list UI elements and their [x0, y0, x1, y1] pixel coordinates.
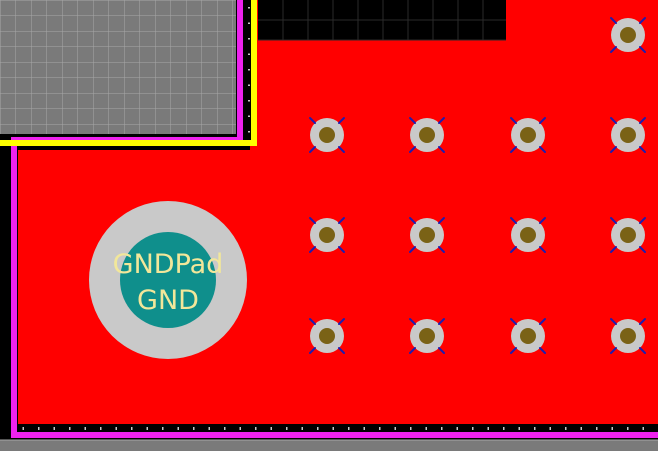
via-hole	[620, 227, 636, 243]
via-thermal-tick	[510, 318, 517, 325]
via-thermal-tick	[610, 347, 617, 354]
via[interactable]	[610, 318, 646, 354]
via-thermal-tick	[309, 246, 316, 253]
via-thermal-tick	[639, 246, 646, 253]
via-array[interactable]	[309, 17, 646, 354]
via-thermal-tick	[309, 347, 316, 354]
via-hole	[520, 127, 536, 143]
via-thermal-tick	[610, 217, 617, 224]
via-hole	[520, 328, 536, 344]
board-outline[interactable]	[0, 0, 257, 146]
via-hole	[419, 127, 435, 143]
via[interactable]	[610, 117, 646, 153]
via-thermal-tick	[409, 246, 416, 253]
via-thermal-tick	[610, 17, 617, 24]
via-thermal-tick	[510, 117, 517, 124]
via[interactable]	[610, 17, 646, 53]
via[interactable]	[610, 217, 646, 253]
via[interactable]	[510, 117, 546, 153]
via-thermal-tick	[438, 217, 445, 224]
via-thermal-tick	[338, 347, 345, 354]
via-thermal-tick	[610, 146, 617, 153]
via-hole	[419, 328, 435, 344]
via-thermal-tick	[438, 246, 445, 253]
via-thermal-tick	[539, 318, 546, 325]
via-thermal-tick	[409, 117, 416, 124]
via-thermal-tick	[539, 347, 546, 354]
via-thermal-tick	[639, 217, 646, 224]
via-thermal-tick	[610, 318, 617, 325]
via-thermal-tick	[510, 347, 517, 354]
via-thermal-tick	[639, 17, 646, 24]
via-hole	[620, 328, 636, 344]
via-thermal-tick	[639, 146, 646, 153]
edge-strip-bottom	[18, 424, 658, 431]
via-thermal-tick	[610, 46, 617, 53]
via-thermal-tick	[309, 217, 316, 224]
via-thermal-tick	[639, 46, 646, 53]
via-thermal-tick	[610, 117, 617, 124]
via-thermal-tick	[338, 318, 345, 325]
via[interactable]	[510, 318, 546, 354]
via-hole	[419, 227, 435, 243]
via-thermal-tick	[610, 246, 617, 253]
via[interactable]	[409, 217, 445, 253]
via-thermal-tick	[539, 146, 546, 153]
via-hole	[319, 227, 335, 243]
via-thermal-tick	[639, 117, 646, 124]
gnd-pad[interactable]: GNDPad GND	[89, 201, 247, 359]
via-thermal-tick	[409, 347, 416, 354]
via-thermal-tick	[338, 246, 345, 253]
via[interactable]	[309, 318, 345, 354]
via-hole	[319, 328, 335, 344]
via-thermal-tick	[510, 246, 517, 253]
via-thermal-tick	[438, 146, 445, 153]
via-thermal-tick	[338, 146, 345, 153]
via-thermal-tick	[309, 146, 316, 153]
via-thermal-tick	[309, 318, 316, 325]
bottom-grid-strip	[0, 440, 658, 451]
via-thermal-tick	[309, 117, 316, 124]
via[interactable]	[309, 117, 345, 153]
pad-copper[interactable]	[120, 232, 216, 328]
via-thermal-tick	[409, 217, 416, 224]
via-thermal-tick	[338, 217, 345, 224]
via[interactable]	[309, 217, 345, 253]
via-thermal-tick	[510, 146, 517, 153]
via-hole	[319, 127, 335, 143]
via-thermal-tick	[539, 246, 546, 253]
via-thermal-tick	[438, 117, 445, 124]
via-thermal-tick	[409, 318, 416, 325]
via-thermal-tick	[438, 318, 445, 325]
via-hole	[620, 127, 636, 143]
via-hole	[620, 27, 636, 43]
via[interactable]	[510, 217, 546, 253]
via-thermal-tick	[409, 146, 416, 153]
via-thermal-tick	[510, 217, 517, 224]
via-thermal-tick	[539, 217, 546, 224]
via[interactable]	[409, 117, 445, 153]
via-thermal-tick	[539, 117, 546, 124]
pad-net-label: GND	[137, 285, 199, 316]
via-thermal-tick	[438, 347, 445, 354]
grid-region	[0, 0, 236, 134]
via-thermal-tick	[639, 318, 646, 325]
via-thermal-tick	[338, 117, 345, 124]
via[interactable]	[409, 318, 445, 354]
pad-name-label: GNDPad	[113, 249, 224, 280]
via-thermal-tick	[639, 347, 646, 354]
via-hole	[520, 227, 536, 243]
